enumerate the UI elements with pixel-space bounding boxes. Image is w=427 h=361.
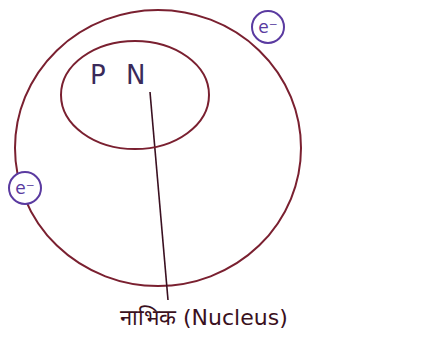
electron: e⁻ [251,10,285,44]
electron-orbit [15,10,301,286]
particle-letter: P [90,62,106,88]
nucleus: PN [60,40,210,150]
electron-shape [252,11,284,43]
electron-symbol: e⁻ [15,180,34,197]
leader-line [150,92,168,300]
nucleus-shape [61,41,209,149]
electron-symbol: e⁻ [258,19,277,36]
electron: e⁻ [8,171,42,205]
nucleus-outline [60,40,210,150]
particle-letter: N [126,62,145,88]
part-label: नाभिक (Nucleus) [120,305,288,331]
electron-shape [9,172,41,204]
